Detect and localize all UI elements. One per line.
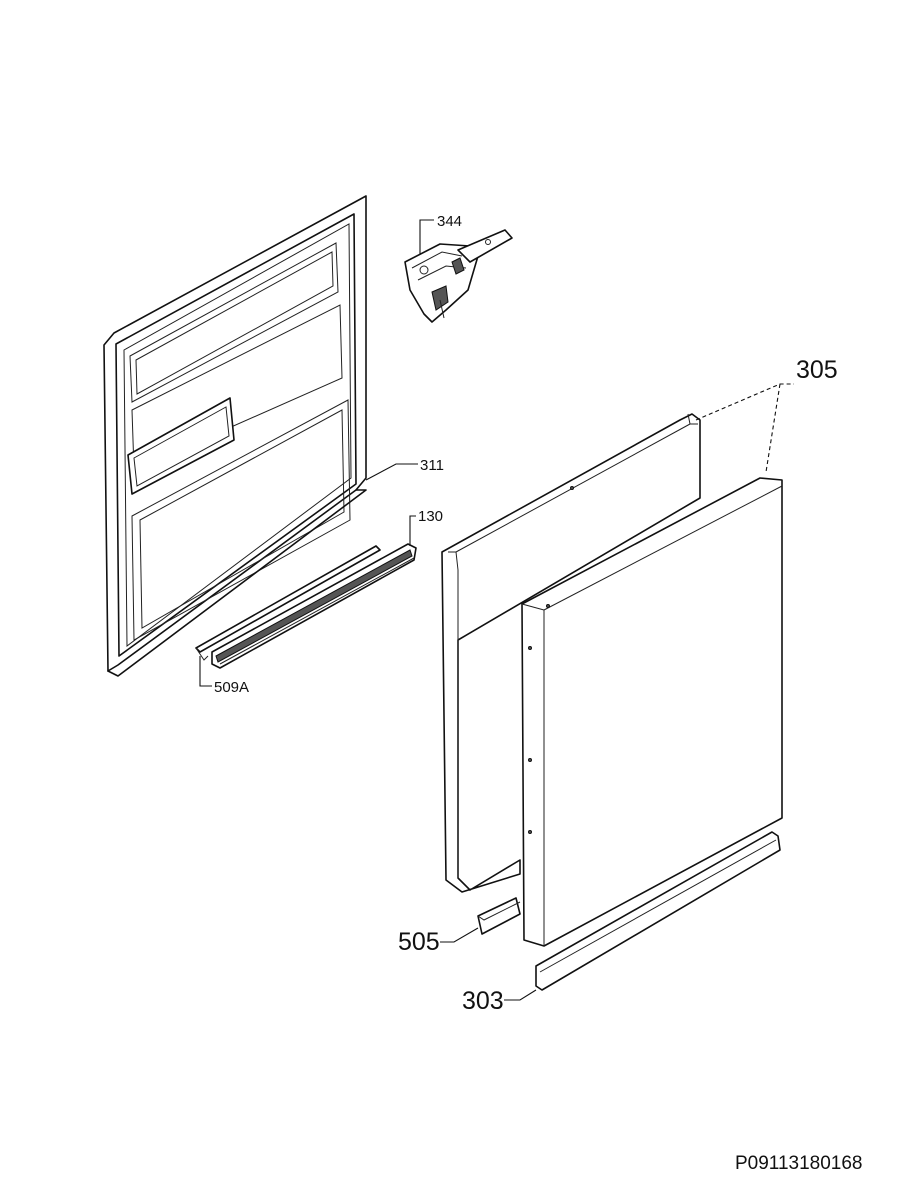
- strip-509a: [195, 545, 381, 661]
- seal-strip-130: [211, 543, 417, 669]
- label-311: 311: [420, 457, 444, 474]
- label-505: 505: [398, 928, 440, 956]
- label-303: 303: [462, 987, 504, 1015]
- spacer-block-505: [477, 897, 521, 935]
- label-130: 130: [418, 508, 443, 525]
- leader-lines: [199, 219, 794, 1001]
- label-509a: 509A: [214, 679, 249, 696]
- label-305: 305: [796, 356, 838, 384]
- inner-door-panel-311: [103, 195, 367, 677]
- hinge-bracket-344: [404, 229, 513, 323]
- drawing-code: P09113180168: [735, 1153, 863, 1174]
- back-door-panel: [441, 413, 701, 893]
- kick-plate-303: [535, 831, 781, 991]
- front-decor-panel-305: [521, 477, 783, 947]
- label-344: 344: [437, 213, 462, 230]
